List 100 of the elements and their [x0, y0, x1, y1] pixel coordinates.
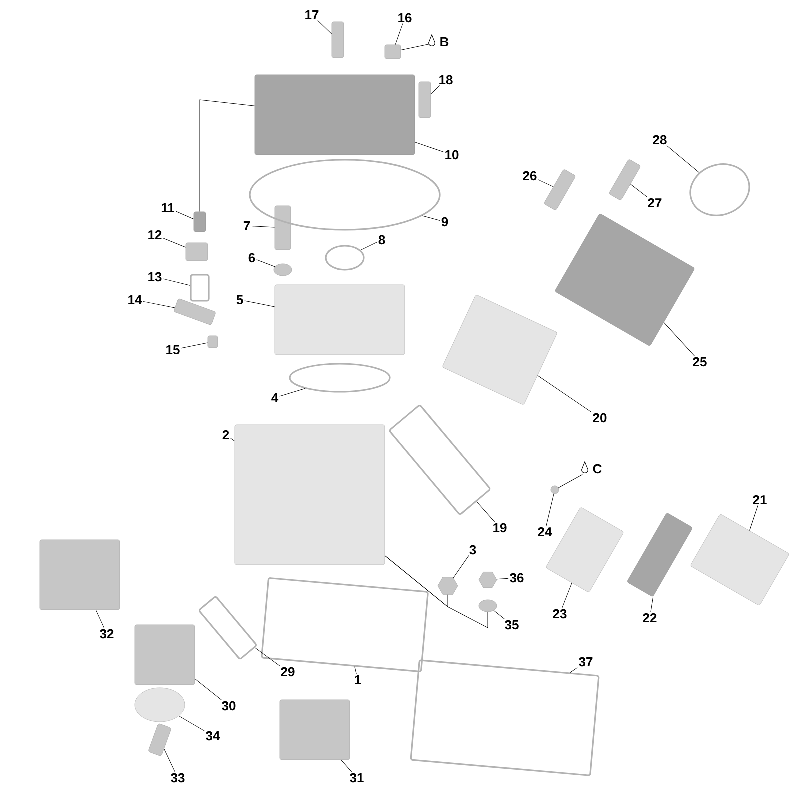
- leader-line: [496, 578, 509, 580]
- leader-line: [546, 494, 554, 527]
- callout-number: 25: [693, 357, 707, 367]
- flange-drawing: [40, 540, 120, 610]
- callout-number: 33: [171, 773, 185, 783]
- washer-drawing: [478, 600, 498, 612]
- bracket-drawing: [174, 298, 216, 326]
- nut-drawing: [438, 577, 458, 595]
- callout-letter: B: [428, 34, 449, 46]
- cap-drawing: [186, 242, 208, 262]
- callout-number: 32: [100, 629, 114, 639]
- leader-line: [538, 180, 554, 188]
- leader-line: [143, 301, 176, 308]
- bolt-drawing: [544, 170, 576, 210]
- callout-number: 16: [398, 13, 412, 23]
- callout-number: 34: [206, 731, 220, 741]
- leader-line: [341, 760, 352, 772]
- leader-line: [230, 438, 236, 442]
- screw-drawing: [550, 486, 560, 494]
- callout-number: 11: [162, 204, 175, 212]
- bolt-drawing: [148, 724, 172, 756]
- callout-number: 7: [244, 222, 250, 230]
- bolt-drawing: [274, 206, 292, 250]
- spacer-drawing: [384, 44, 402, 60]
- leader-line: [254, 648, 280, 666]
- leader-line: [422, 216, 440, 221]
- callout-number: 3: [470, 545, 476, 555]
- flange-drawing: [134, 624, 196, 686]
- o-ring-drawing: [289, 363, 391, 393]
- reed-block-drawing: [690, 514, 790, 606]
- leader-line: [650, 596, 654, 613]
- sleeve-drawing: [134, 688, 186, 722]
- callout-number: 21: [753, 495, 767, 505]
- leader-line: [176, 211, 194, 220]
- leader-line: [194, 678, 222, 700]
- leader-line: [630, 184, 648, 198]
- leader-line: [178, 716, 205, 732]
- callout-number: 9: [442, 217, 448, 227]
- leader-line: [318, 20, 332, 34]
- leader-line: [96, 610, 105, 628]
- leader-line: [360, 242, 378, 251]
- leader-line: [181, 342, 208, 349]
- callout-number: 27: [648, 198, 662, 208]
- bolt-drawing: [332, 22, 344, 58]
- leader-line: [494, 610, 505, 620]
- valve-drawing: [194, 212, 206, 232]
- spring-drawing: [190, 274, 210, 302]
- callout-number: 29: [281, 667, 295, 677]
- callout-number: 14: [128, 296, 142, 304]
- bolt-drawing: [418, 82, 432, 118]
- callout-number: 35: [505, 620, 519, 630]
- flange-drawing: [280, 700, 350, 760]
- callout-number: 8: [378, 235, 386, 245]
- washer-drawing: [274, 264, 292, 276]
- callout-number: 17: [306, 10, 319, 20]
- cylinder-head-drawing: [274, 284, 406, 356]
- nut-drawing: [478, 572, 498, 588]
- leader-line: [476, 502, 496, 522]
- callout-number: 30: [222, 701, 236, 711]
- callout-number: 1: [355, 676, 362, 684]
- callout-number: 18: [440, 75, 453, 85]
- leader-line: [430, 86, 440, 94]
- callout-number: 19: [494, 523, 507, 533]
- callout-number: 13: [148, 272, 162, 282]
- leader-line: [395, 24, 404, 46]
- leader-line: [453, 556, 470, 578]
- callout-number: 22: [643, 613, 657, 623]
- head-cover-drawing: [254, 74, 416, 156]
- gasket-drawing: [389, 405, 491, 515]
- assembly-line: [200, 100, 256, 212]
- callout-number: 26: [523, 171, 537, 181]
- cylinder-drawing: [234, 424, 386, 566]
- leader-line: [244, 300, 276, 308]
- intake-boot-drawing: [555, 214, 695, 346]
- screw-drawing: [208, 336, 218, 348]
- callout-letter: C: [582, 462, 602, 474]
- callout-number: 36: [510, 573, 524, 583]
- bolt-drawing: [609, 160, 641, 200]
- callout-number: 31: [350, 773, 364, 783]
- callout-number: 28: [653, 135, 667, 145]
- o-ring-drawing: [325, 245, 365, 271]
- clamp-drawing: [690, 164, 750, 216]
- callout-number: 2: [222, 430, 230, 440]
- leader-line: [750, 506, 758, 532]
- callout-number: 12: [148, 230, 162, 240]
- callout-number: 5: [236, 295, 244, 305]
- assembly-line: [384, 556, 488, 628]
- leader-line: [400, 44, 430, 50]
- leader-line: [538, 376, 592, 413]
- leader-line: [354, 666, 357, 675]
- callout-number: 4: [272, 394, 279, 402]
- leader-line: [280, 388, 306, 397]
- callout-number: 6: [248, 253, 256, 263]
- leader-line: [664, 322, 695, 356]
- callout-number: 20: [593, 413, 607, 423]
- leader-line: [666, 146, 700, 174]
- leader-line: [570, 668, 578, 673]
- callout-number: 23: [553, 609, 567, 619]
- leader-line: [163, 238, 186, 248]
- gasket-drawing: [199, 596, 257, 660]
